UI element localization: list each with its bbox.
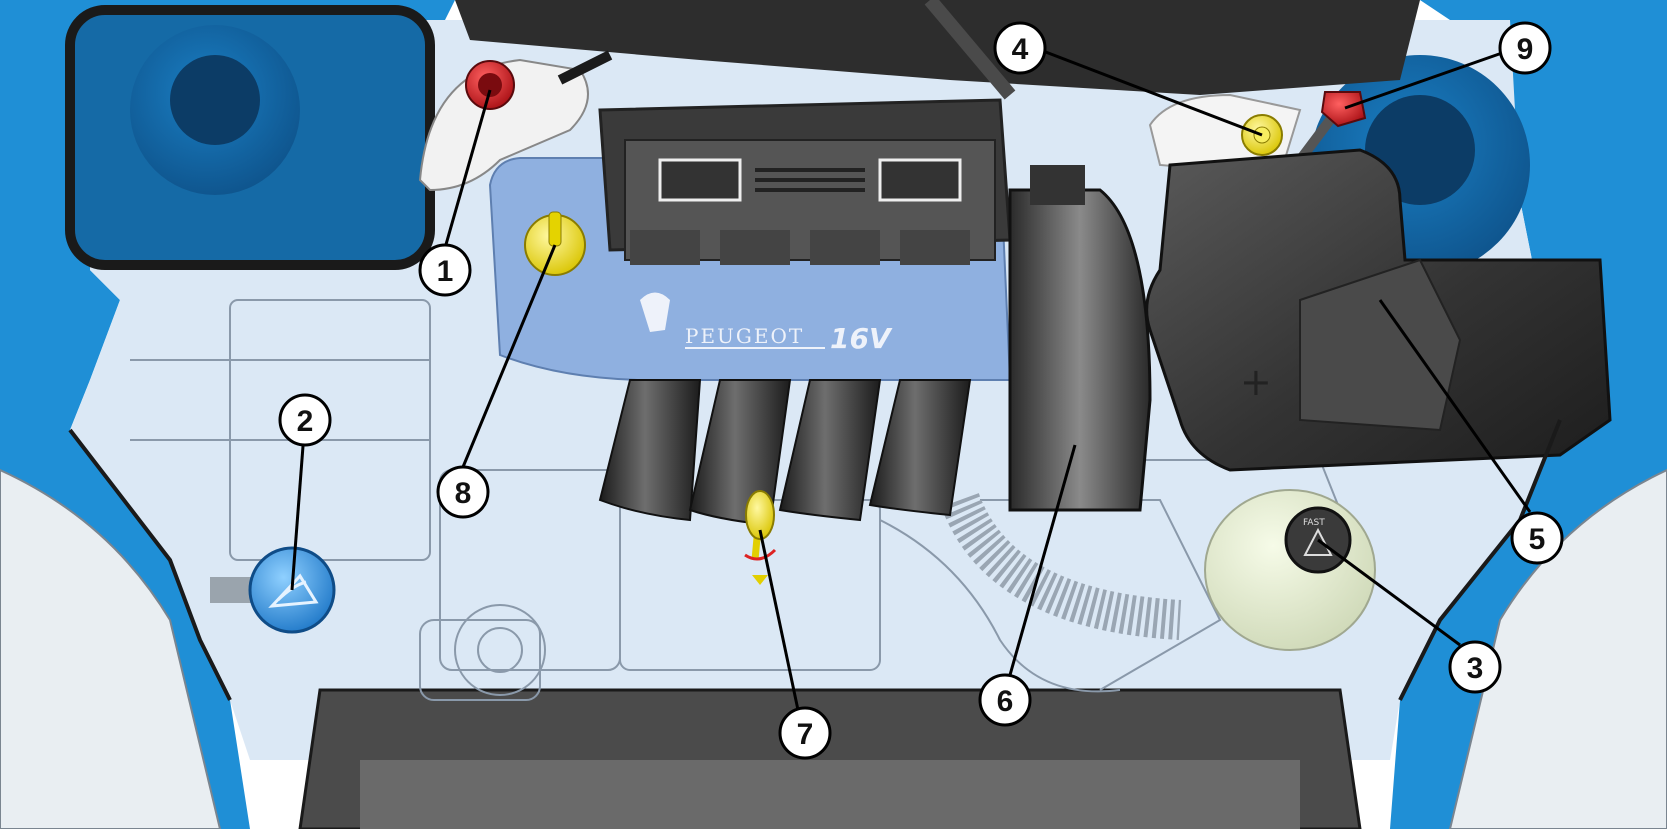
- battery-terminal-mark: +: [1240, 360, 1272, 404]
- callout-9: 9: [1498, 21, 1552, 75]
- svg-text:4: 4: [1012, 33, 1029, 66]
- coil-pack: [598, 98, 1012, 265]
- engine-cover-brand: PEUGEOT: [685, 324, 804, 348]
- engine-cover-badge: 16V: [830, 322, 893, 355]
- callout-1: 1: [418, 243, 472, 297]
- callout-2: 2: [278, 393, 332, 447]
- callout-6: 6: [978, 673, 1032, 727]
- leader-lines: [290, 44, 1532, 711]
- scuttle-panel: [455, 0, 1420, 95]
- air-intake-housing: [1008, 188, 1152, 512]
- svg-text:3: 3: [1467, 652, 1484, 685]
- brake-fluid-reservoir: [418, 58, 589, 192]
- headlight-left: [0, 468, 222, 829]
- callout-8: 8: [436, 465, 490, 519]
- callout-3: 3: [1448, 640, 1502, 694]
- lion-logo-icon: [640, 292, 670, 332]
- svg-text:7: 7: [797, 718, 814, 751]
- callout-7: 7: [778, 706, 832, 760]
- battery: +: [1145, 148, 1612, 472]
- svg-text:8: 8: [455, 477, 472, 510]
- svg-text:2: 2: [297, 405, 314, 438]
- callout-4: 4: [993, 21, 1047, 75]
- power-steering-cap: [1320, 91, 1367, 128]
- svg-text:6: 6: [997, 685, 1014, 718]
- svg-text:1: 1: [437, 255, 454, 288]
- svg-text:5: 5: [1529, 523, 1546, 556]
- oil-dipstick: [744, 490, 777, 585]
- bonnet-seal: [68, 428, 232, 701]
- callout-5: 5: [1510, 511, 1564, 565]
- intake-manifold: [598, 379, 972, 527]
- svg-text:9: 9: [1517, 33, 1534, 66]
- hydraulic-fluid-reservoir: [1204, 489, 1376, 651]
- hydraulic-cap-text: FAST: [1303, 518, 1325, 528]
